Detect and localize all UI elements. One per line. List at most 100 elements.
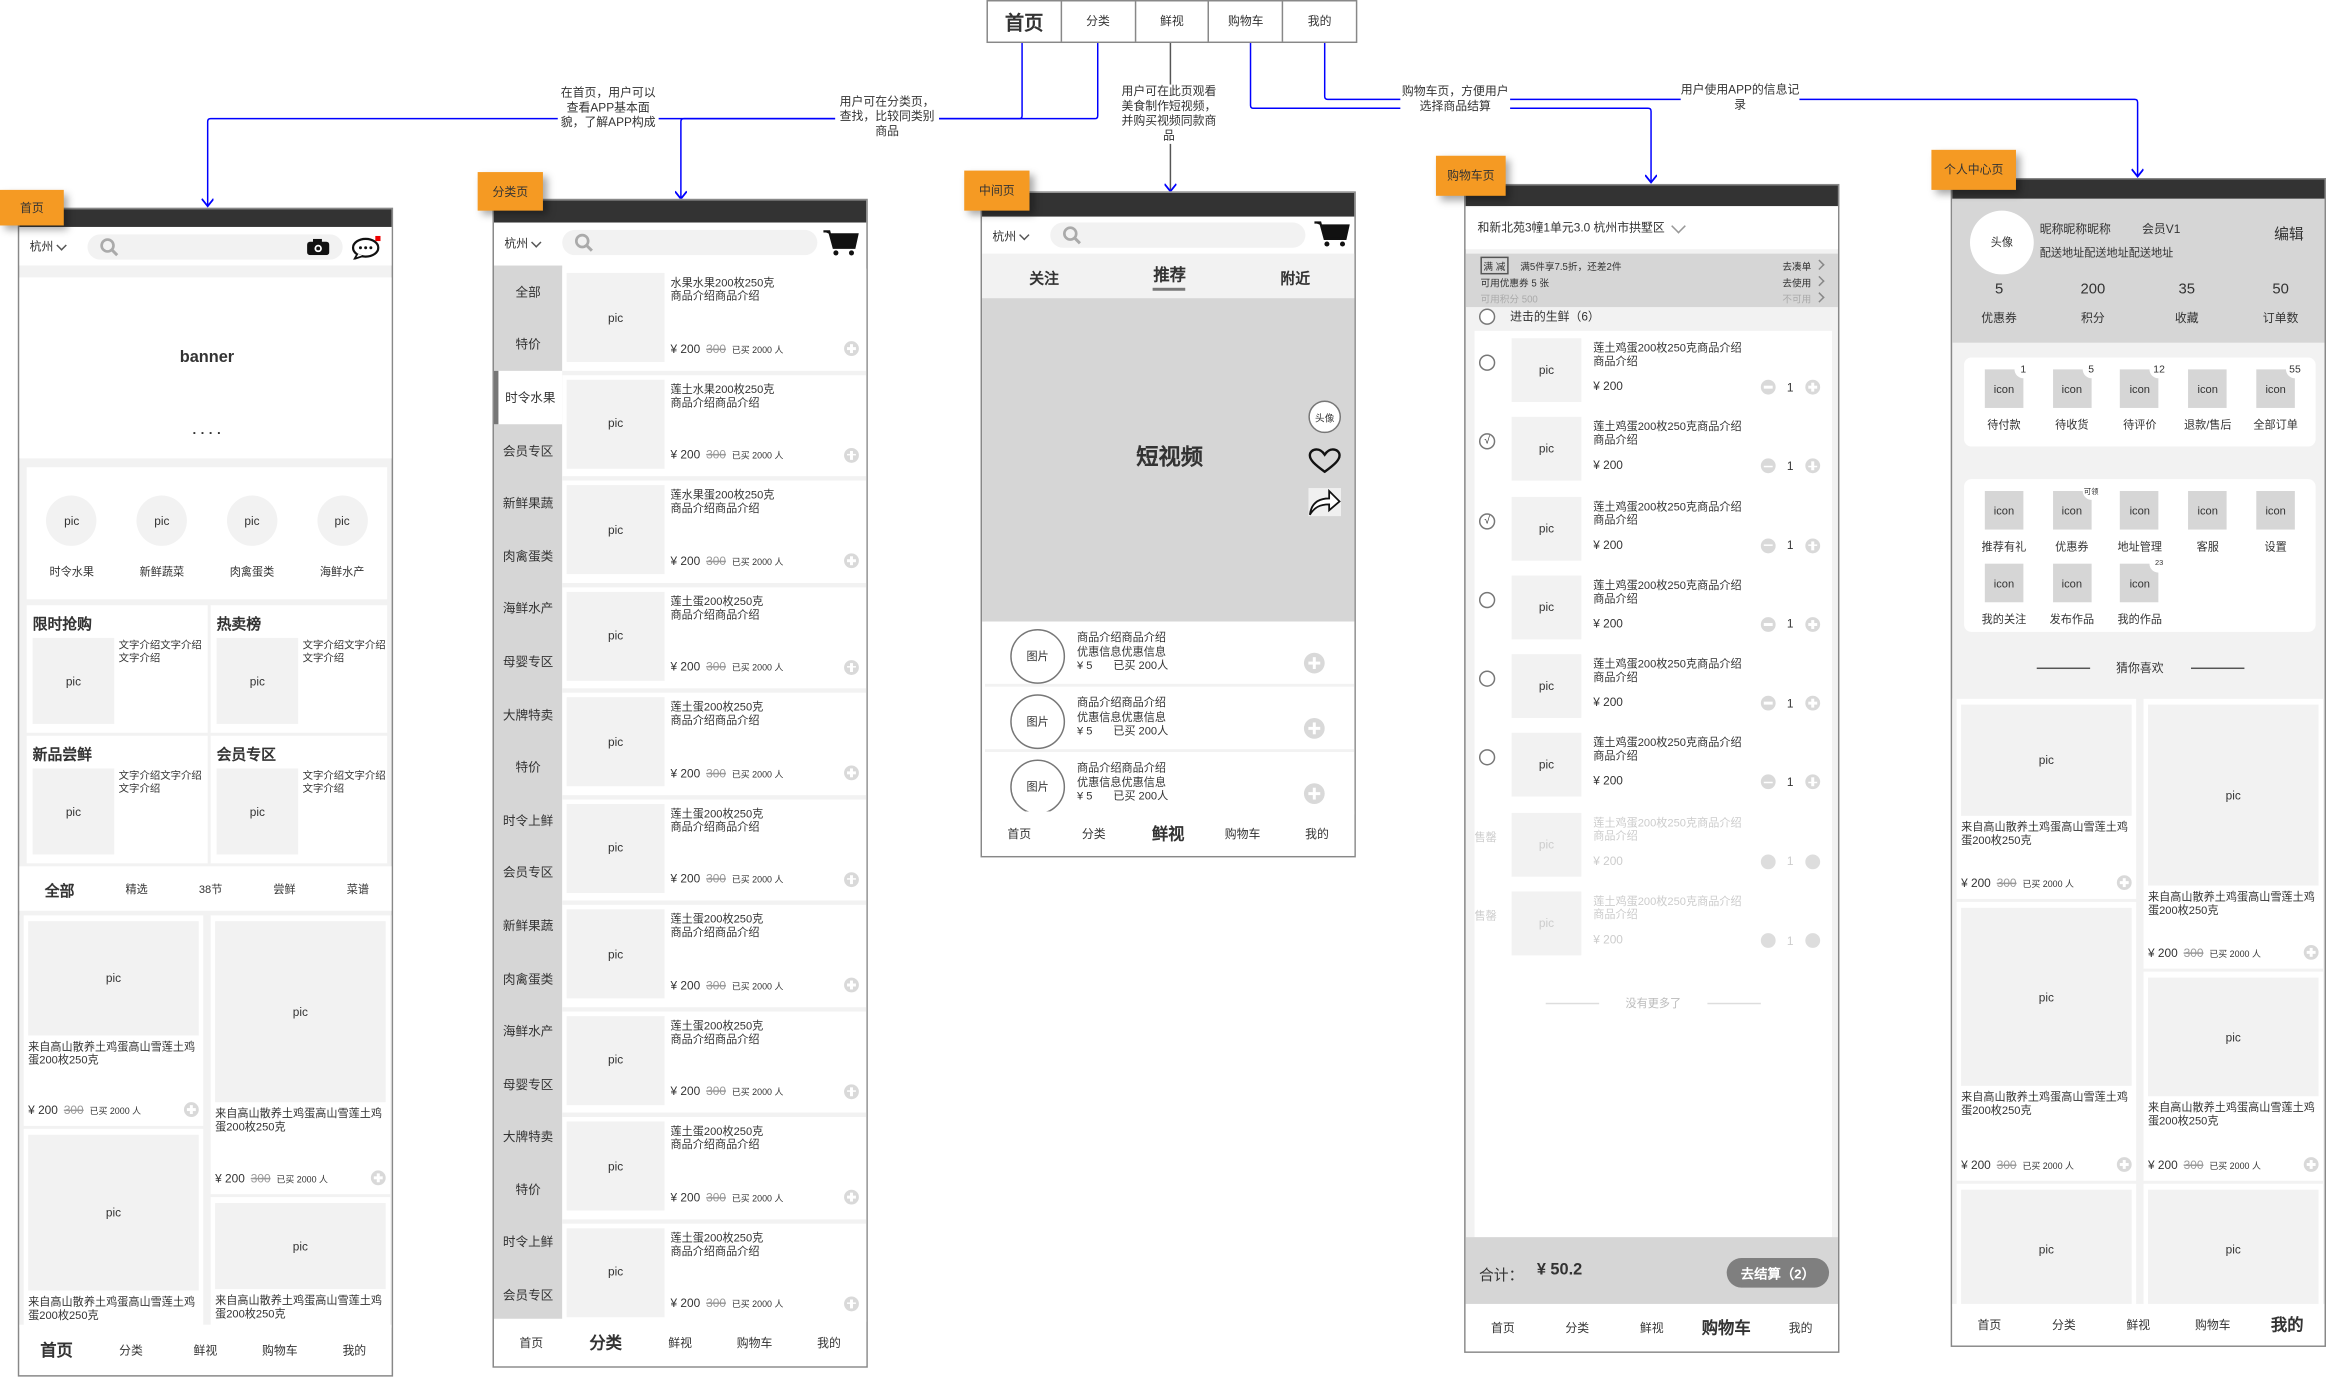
sidebar-item[interactable]: 大牌特卖 bbox=[502, 706, 554, 722]
feed-tab[interactable]: 38节 bbox=[198, 881, 223, 896]
product-card[interactable]: pic bbox=[2143, 1183, 2324, 1307]
nav-item[interactable]: 首页 bbox=[519, 1335, 544, 1350]
nav-item[interactable]: 我的 bbox=[817, 1335, 841, 1350]
increase-icon[interactable] bbox=[1805, 616, 1821, 632]
nav-item[interactable]: 分类 bbox=[1081, 827, 1106, 841]
checkout-button[interactable]: 去结算（2） bbox=[1726, 1257, 1830, 1288]
decrease-icon[interactable] bbox=[1760, 379, 1775, 395]
add-to-cart-icon[interactable] bbox=[1303, 783, 1325, 805]
flow-tab[interactable]: 分类 bbox=[1060, 1, 1134, 42]
flow-tab[interactable]: 我的 bbox=[1281, 1, 1356, 42]
add-to-cart-icon[interactable] bbox=[1303, 652, 1325, 674]
city-selector[interactable]: 杭州 bbox=[992, 228, 1030, 244]
sidebar-item[interactable]: 肉禽蛋类 bbox=[502, 970, 554, 986]
nav-item[interactable]: 鲜视 bbox=[1151, 826, 1185, 845]
increase-icon[interactable] bbox=[1805, 775, 1821, 790]
search-input[interactable] bbox=[562, 229, 818, 256]
nav-item[interactable]: 我的 bbox=[2270, 1317, 2304, 1336]
decrease-icon[interactable] bbox=[1760, 616, 1775, 632]
sidebar-item[interactable]: 会员专区 bbox=[502, 1287, 554, 1303]
sidebar-item[interactable]: 新鲜果蔬 bbox=[502, 918, 554, 933]
sidebar-item[interactable]: 特价 bbox=[515, 1182, 541, 1197]
video-tab[interactable]: 关注 bbox=[1029, 270, 1059, 288]
select-item-radio[interactable]: √ bbox=[1478, 512, 1496, 529]
use-coupon-link[interactable]: 去使用 bbox=[1782, 274, 1825, 289]
select-item-radio[interactable] bbox=[1478, 749, 1496, 767]
video-tab[interactable]: 推荐 bbox=[1153, 262, 1186, 291]
nav-item[interactable]: 购物车 bbox=[1701, 1320, 1751, 1339]
sidebar-item[interactable]: 海鲜水产 bbox=[502, 601, 554, 617]
sidebar-item[interactable]: 会员专区 bbox=[502, 865, 554, 881]
sidebar-item[interactable]: 海鲜水产 bbox=[502, 1023, 554, 1039]
sidebar-item[interactable]: 新鲜果蔬 bbox=[502, 495, 554, 511]
delivery-address[interactable]: 和新北苑3幢1单元3.0 杭州市拱墅区 bbox=[1465, 206, 1838, 250]
nav-item[interactable]: 首页 bbox=[1977, 1318, 2002, 1332]
feed-tab[interactable]: 精选 bbox=[125, 881, 148, 896]
nav-item[interactable]: 鲜视 bbox=[193, 1343, 218, 1357]
carousel-dots[interactable]: · · · · bbox=[192, 425, 222, 441]
cart-icon[interactable] bbox=[1314, 221, 1350, 248]
select-item-radio[interactable] bbox=[1478, 670, 1496, 688]
flow-tab[interactable]: 首页 bbox=[1004, 11, 1044, 35]
creator-avatar[interactable]: 头像 bbox=[1308, 400, 1342, 434]
nav-item[interactable]: 购物车 bbox=[736, 1335, 773, 1350]
message-icon[interactable] bbox=[351, 235, 382, 260]
add-to-cart-icon[interactable] bbox=[844, 553, 859, 569]
feed-tab[interactable]: 菜谱 bbox=[346, 881, 369, 896]
sidebar-item[interactable]: 母婴专区 bbox=[502, 654, 554, 669]
add-to-cart-icon[interactable] bbox=[844, 871, 859, 887]
city-selector[interactable]: 杭州 bbox=[504, 236, 542, 252]
sidebar-item[interactable]: 全部 bbox=[515, 284, 541, 300]
nav-item[interactable]: 购物车 bbox=[1224, 827, 1261, 841]
add-to-cart-icon[interactable] bbox=[2116, 1157, 2132, 1172]
nav-item[interactable]: 首页 bbox=[40, 1342, 73, 1361]
increase-icon[interactable] bbox=[1805, 379, 1821, 395]
add-to-cart-icon[interactable] bbox=[1303, 717, 1325, 739]
nav-item[interactable]: 首页 bbox=[1007, 827, 1032, 841]
add-to-cart-icon[interactable] bbox=[844, 341, 859, 357]
select-store-radio[interactable] bbox=[1478, 308, 1496, 325]
heart-icon[interactable] bbox=[1308, 448, 1341, 475]
add-to-cart-icon[interactable] bbox=[844, 977, 859, 993]
nav-item[interactable]: 我的 bbox=[1305, 827, 1329, 841]
nav-item[interactable]: 分类 bbox=[119, 1343, 143, 1357]
nav-item[interactable]: 首页 bbox=[1490, 1320, 1515, 1335]
select-item-radio[interactable]: √ bbox=[1478, 433, 1496, 450]
avatar[interactable]: 头像 bbox=[1969, 210, 2034, 275]
nav-item[interactable]: 我的 bbox=[342, 1343, 367, 1357]
sidebar-item[interactable]: 大牌特卖 bbox=[502, 1129, 554, 1145]
add-to-cart-icon[interactable] bbox=[844, 1295, 859, 1311]
feed-tab[interactable]: 全部 bbox=[44, 883, 75, 900]
nav-item[interactable]: 分类 bbox=[2051, 1318, 2076, 1332]
sidebar-item[interactable]: 母婴专区 bbox=[502, 1076, 554, 1092]
